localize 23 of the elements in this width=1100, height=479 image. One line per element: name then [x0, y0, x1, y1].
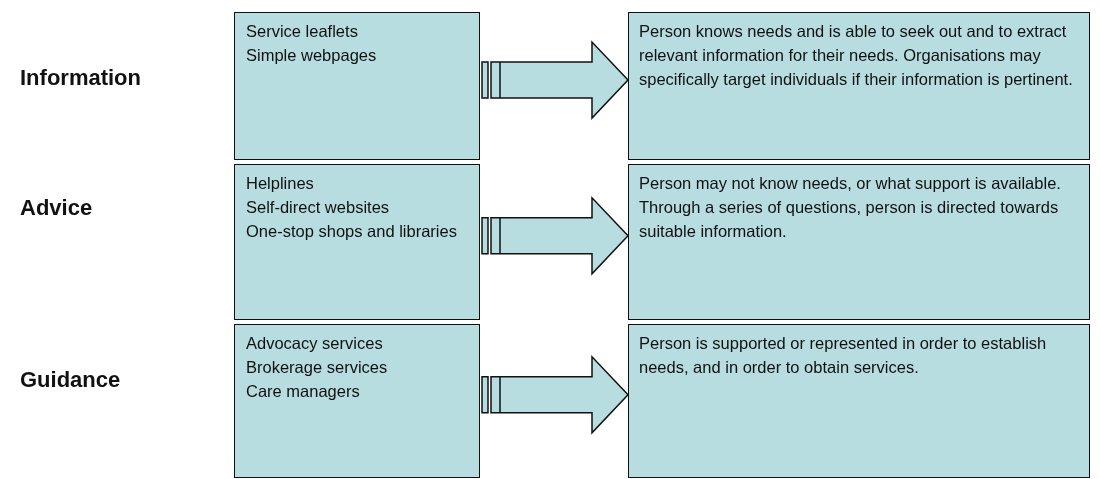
row-heading: Advice — [20, 195, 94, 221]
service-item: One-stop shops and libraries — [246, 221, 458, 242]
service-item: Brokerage services — [246, 357, 389, 378]
block-arrow — [481, 354, 630, 435]
description-text: Person may not know needs, or what support is available. Through a series of questions, person is directed towards suitable information. — [639, 173, 1062, 242]
description-text: Person is supported or represented in order to establish needs, and in order to obtain services. — [639, 333, 1048, 378]
text-box — [628, 164, 1090, 320]
text-box — [628, 12, 1090, 160]
description-text: Person knows needs and is able to seek out and to extract relevant information for their needs. Organisations may specifically target individuals if their information is pertinent. — [639, 21, 1074, 90]
row-heading: Guidance — [20, 367, 122, 393]
service-item: Advocacy services — [246, 333, 384, 354]
row-heading: Information — [20, 65, 142, 91]
block-arrow — [481, 40, 630, 120]
block-arrow — [481, 195, 630, 276]
service-item: Helplines — [246, 173, 315, 194]
service-item: Simple webpages — [246, 45, 378, 66]
service-item: Care managers — [246, 381, 361, 402]
service-item: Self-direct websites — [246, 197, 391, 218]
service-item: Service leaflets — [246, 21, 359, 42]
text-box — [234, 324, 480, 478]
text-box — [234, 164, 480, 320]
text-box — [234, 12, 480, 160]
text-box — [628, 324, 1090, 478]
